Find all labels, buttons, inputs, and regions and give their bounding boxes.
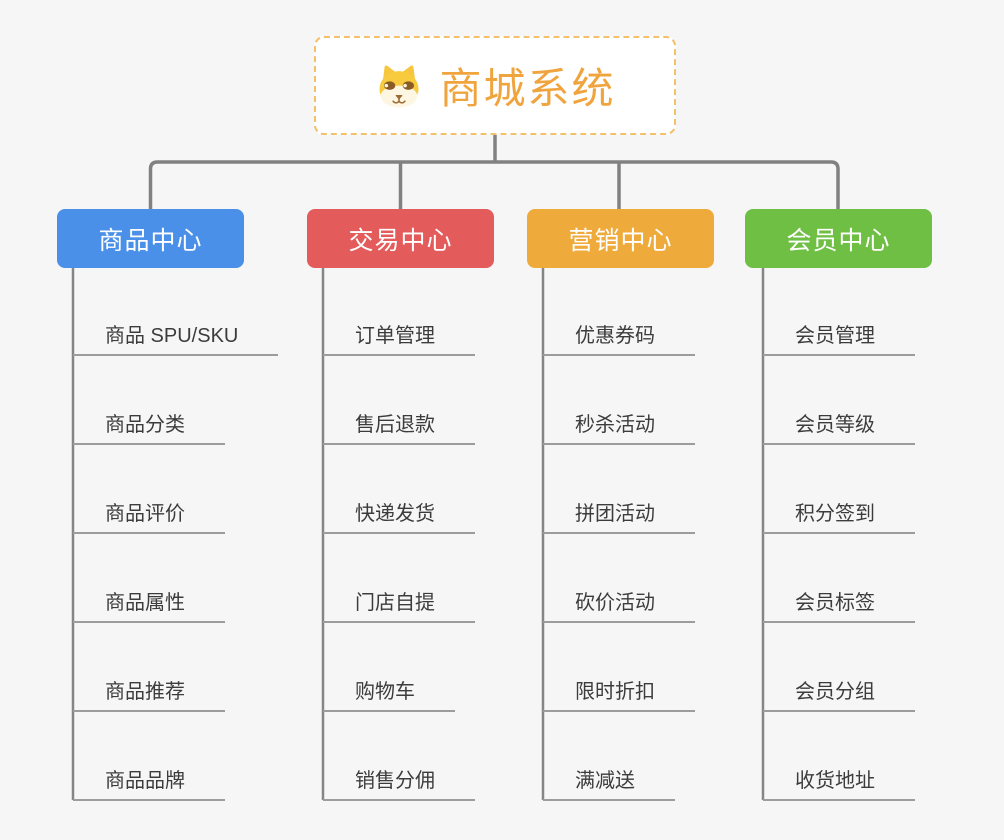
leaf-node-product-attribute[interactable]: 商品属性: [73, 591, 225, 623]
dog-icon: [379, 65, 420, 107]
leaf-node-product-spu-sku[interactable]: 商品 SPU/SKU: [73, 324, 279, 356]
branch-node-marketing-center[interactable]: 营销中心: [527, 209, 714, 268]
leaf-node-group-buying[interactable]: 拼团活动: [543, 502, 695, 534]
leaf-node-order-management[interactable]: 订单管理: [323, 324, 475, 356]
root-node-mall-system[interactable]: 商城系统: [314, 36, 676, 135]
leaf-node-spend-and-save[interactable]: 满减送: [543, 769, 675, 801]
leaf-node-coupon-code[interactable]: 优惠券码: [543, 324, 695, 356]
branch-node-member-center[interactable]: 会员中心: [745, 209, 932, 268]
leaf-node-store-pickup[interactable]: 门店自提: [323, 591, 475, 623]
leaf-node-product-category[interactable]: 商品分类: [73, 413, 225, 445]
leaf-node-shipping-address[interactable]: 收货地址: [763, 769, 915, 801]
leaf-node-limited-time-discount[interactable]: 限时折扣: [543, 680, 695, 712]
leaf-node-sales-commission[interactable]: 销售分佣: [323, 769, 475, 801]
leaf-node-member-level[interactable]: 会员等级: [763, 413, 915, 445]
leaf-node-product-brand[interactable]: 商品品牌: [73, 769, 225, 801]
leaf-node-member-group[interactable]: 会员分组: [763, 680, 915, 712]
leaf-node-points-checkin[interactable]: 积分签到: [763, 502, 915, 534]
leaf-node-express-delivery[interactable]: 快递发货: [323, 502, 475, 534]
leaf-node-product-review[interactable]: 商品评价: [73, 502, 225, 534]
leaf-node-product-recommend[interactable]: 商品推荐: [73, 680, 225, 712]
leaf-node-shopping-cart[interactable]: 购物车: [323, 680, 455, 712]
leaf-node-member-management[interactable]: 会员管理: [763, 324, 915, 356]
leaf-node-bargain-activity[interactable]: 砍价活动: [543, 591, 695, 623]
leaf-node-flash-sale[interactable]: 秒杀活动: [543, 413, 695, 445]
leaf-node-aftersale-refund[interactable]: 售后退款: [323, 413, 475, 445]
leaf-node-member-tag[interactable]: 会员标签: [763, 591, 915, 623]
branch-node-trade-center[interactable]: 交易中心: [307, 209, 494, 268]
root-title: 商城系统: [439, 65, 616, 112]
branch-node-product-center[interactable]: 商品中心: [57, 209, 244, 268]
